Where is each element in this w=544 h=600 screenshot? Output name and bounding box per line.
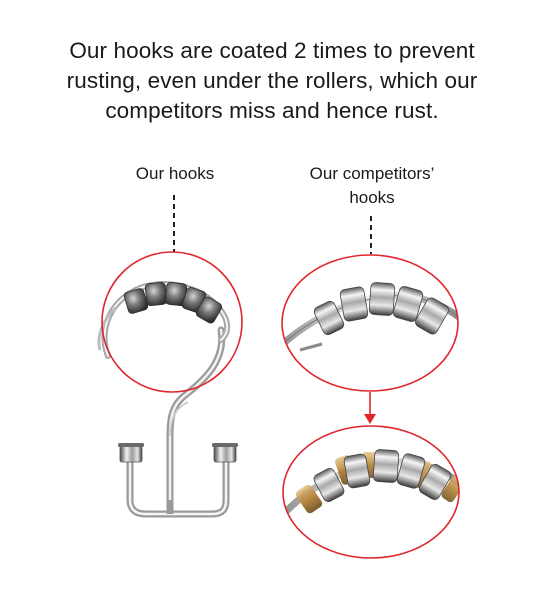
competitor-highlight-circle-top <box>281 254 459 392</box>
competitor-hook-rusted-closeup <box>282 425 460 559</box>
label-competitors-line-2: hooks <box>349 188 395 207</box>
down-arrow-icon <box>364 392 376 424</box>
our-hook-rollers <box>123 282 223 324</box>
label-competitors-line-1: Our competitors’ <box>309 164 435 183</box>
headline-line-2: rusting, even under the rollers, which o… <box>66 68 478 93</box>
headline: Our hooks are coated 2 times to prevent … <box>0 36 544 126</box>
headline-line-3: competitors miss and hence rust. <box>105 98 439 123</box>
label-competitors-hooks: Our competitors’ hooks <box>272 162 472 210</box>
competitor-highlight-circle-bottom <box>282 425 460 559</box>
label-our-hooks-text: Our hooks <box>135 164 215 183</box>
competitor-rollers-clean <box>313 282 449 336</box>
competitor-hook-closeup <box>281 254 459 392</box>
our-hook-highlight-circle <box>101 251 243 393</box>
competitor-rollers-rusted <box>313 449 452 503</box>
our-hook-image <box>97 251 243 518</box>
label-our-hooks: Our hooks <box>100 162 250 186</box>
headline-line-1: Our hooks are coated 2 times to prevent <box>69 38 475 63</box>
